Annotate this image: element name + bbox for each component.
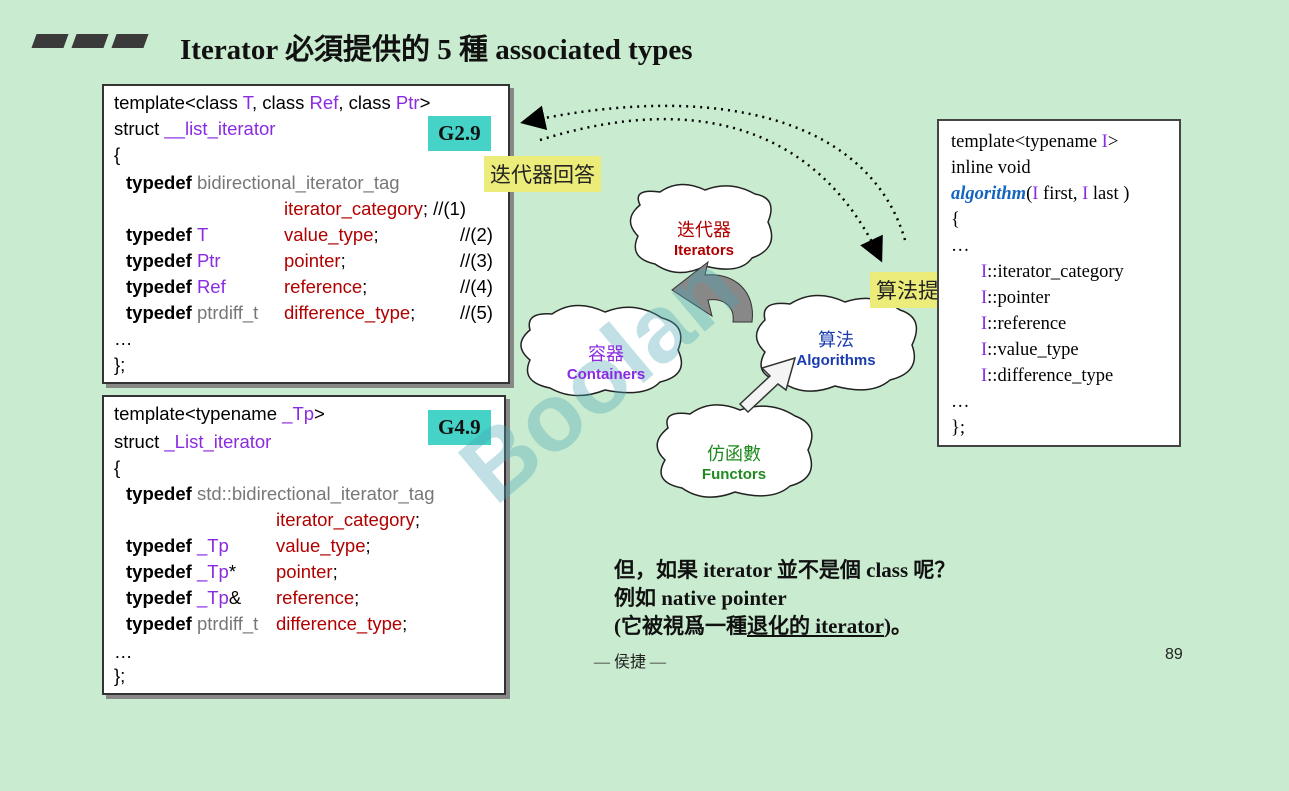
code-line: … <box>114 641 133 662</box>
code-comment: //(5) <box>460 302 493 323</box>
algorithm-code-box: template<typename I> inline void algorit… <box>937 119 1181 447</box>
code-line: struct __list_iterator <box>114 118 276 139</box>
code-comment: //(2) <box>460 224 493 245</box>
code-line: typedef _Tp& <box>126 587 242 608</box>
code-line: typedef Ref <box>126 276 226 297</box>
code-line: { <box>114 457 121 478</box>
answer-arrow <box>520 104 907 241</box>
version-tag-g29: G2.9 <box>428 116 491 151</box>
functors-cloud <box>656 404 813 498</box>
native-pointer-note: 但，如果 iterator 並不是個 class 呢？ 例如 native po… <box>614 558 956 638</box>
code-line: … <box>951 236 970 256</box>
code-line: typedef _Tp <box>126 535 229 556</box>
code-line: typedef ptrdiff_t <box>126 302 259 323</box>
code-line: value_type; <box>284 224 379 245</box>
functors-label: 仿函數 Functors <box>701 444 767 483</box>
code-comment: //(3) <box>460 250 493 271</box>
code-line: difference_type; <box>276 613 408 634</box>
containers-label: 容器 Containers <box>566 344 646 383</box>
code-line: typedef ptrdiff_t <box>126 613 259 634</box>
code-line: template<typename _Tp> <box>114 403 325 424</box>
code-line: { <box>951 210 960 230</box>
code-line: pointer; <box>284 250 346 271</box>
code-line: difference_type; <box>284 302 416 323</box>
code-box-g49: template<typename _Tp> struct _List_iter… <box>102 395 506 695</box>
code-comment: //(4) <box>460 276 493 297</box>
iterators-label: 迭代器 Iterators <box>673 220 735 259</box>
code-line: }; <box>114 665 126 686</box>
page-number: 89 <box>1165 646 1183 663</box>
code-line: value_type; <box>276 535 371 556</box>
code-line: I::difference_type <box>981 366 1114 386</box>
iterator-answer-label: 迭代器回答 <box>484 156 601 192</box>
code-line: typedef _Tp* <box>126 561 237 582</box>
version-tag-g49: G4.9 <box>428 410 491 445</box>
code-line: { <box>114 144 121 165</box>
code-line: typedef std::bidirectional_iterator_tag <box>126 483 435 504</box>
slide-title: Iterator 必須提供的 5 種 associated types <box>180 34 693 66</box>
code-line: I::pointer <box>981 288 1050 308</box>
algorithms-label: 算法 Algorithms <box>796 330 876 369</box>
code-line: pointer; <box>276 561 338 582</box>
code-line: struct _List_iterator <box>114 431 272 452</box>
code-line: typedef Ptr <box>126 250 221 271</box>
algorithms-cloud <box>755 294 918 392</box>
code-line: reference; <box>276 587 360 608</box>
code-line: I::value_type <box>981 340 1079 360</box>
code-line: I::iterator_category <box>981 262 1124 282</box>
code-line: I::reference <box>981 314 1067 334</box>
code-line: inline void <box>951 158 1031 178</box>
containers-cloud <box>520 304 683 397</box>
author-footer: — 侯捷 — <box>594 654 667 671</box>
curved-arrow <box>671 260 753 323</box>
code-line: reference; <box>284 276 368 297</box>
iterators-cloud <box>629 183 773 274</box>
code-line: template<class T, class Ref, class Ptr> <box>114 92 431 113</box>
code-line: iterator_category; //(1) <box>284 198 466 219</box>
code-line: … <box>951 392 970 412</box>
code-line: }; <box>114 354 126 375</box>
code-line: }; <box>951 418 966 438</box>
code-line: typedef bidirectional_iterator_tag <box>126 172 400 193</box>
block-arrow <box>738 356 797 414</box>
code-line: template<typename I> <box>951 132 1119 152</box>
code-line: typedef T <box>126 224 209 245</box>
code-line: algorithm(I first, I last ) <box>951 184 1130 204</box>
code-line: iterator_category; <box>276 509 420 530</box>
ask-arrow <box>539 117 883 263</box>
code-line: … <box>114 328 133 349</box>
